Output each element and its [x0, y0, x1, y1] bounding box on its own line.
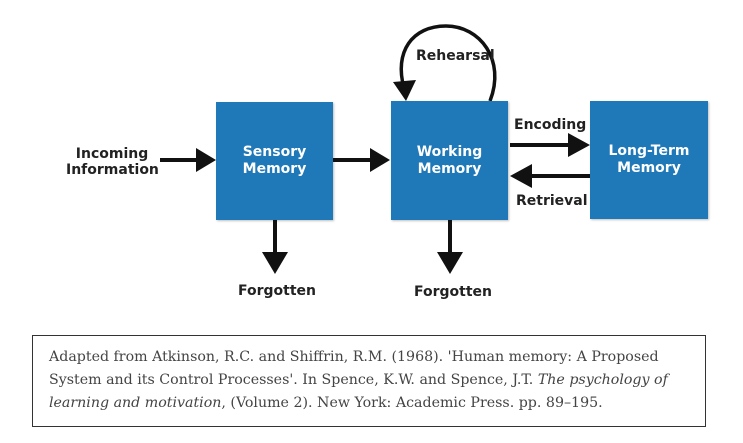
citation-caption: Adapted from Atkinson, R.C. and Shiffrin…	[32, 335, 706, 427]
rehearsal-loop-arrow	[393, 24, 497, 102]
caption-book-title: The psychology of learning and motivatio…	[49, 372, 668, 411]
caption-lead: Adapted from Atkinson, R.C. and Shiffrin…	[49, 349, 659, 388]
arrow-incoming-to-sensory	[160, 148, 216, 172]
arrow-encoding	[510, 133, 590, 157]
arrow-working-forgotten	[437, 220, 463, 274]
incoming-information-label: Incoming Information	[66, 146, 159, 178]
arrow-sensory-to-working	[333, 148, 390, 172]
retrieval-label: Retrieval	[516, 193, 588, 209]
rehearsal-label: Rehearsal	[416, 48, 495, 64]
diagram-arrows	[160, 24, 590, 274]
arrow-retrieval	[510, 164, 590, 188]
caption-tail: , (Volume 2). New York: Academic Press. …	[221, 395, 603, 411]
memory-model-diagram: Incoming Information Sensory Memory Work…	[66, 24, 708, 300]
sensory-memory-box: Sensory Memory	[216, 102, 333, 220]
long-term-memory-box: Long-Term Memory	[590, 101, 708, 219]
arrow-sensory-forgotten	[262, 220, 288, 274]
encoding-label: Encoding	[514, 117, 587, 133]
forgotten-working-label: Forgotten	[414, 284, 493, 300]
forgotten-sensory-label: Forgotten	[238, 283, 317, 299]
working-memory-box: Working Memory	[391, 101, 508, 220]
